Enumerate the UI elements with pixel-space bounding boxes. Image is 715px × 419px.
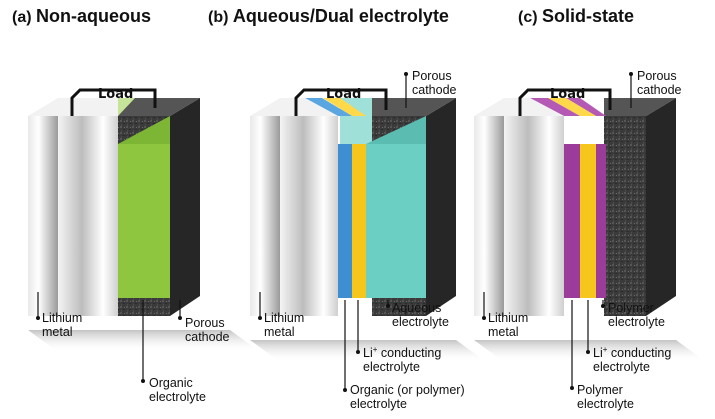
panel-c-load-wire (518, 88, 612, 116)
panel-a-organic-electrolyte (118, 144, 170, 298)
panel-b-lithium-label: Lithium metal (264, 311, 305, 339)
panel-c-cathode-front (604, 116, 646, 316)
panel-b-aqueous-electrolyte (366, 144, 426, 298)
panel-b-load-wire (294, 88, 388, 116)
panel-b-lithium-metal (280, 116, 338, 316)
panel-c-load-label: Load (550, 87, 585, 102)
panel-a-load-wire (70, 88, 157, 116)
panel-b-li-conducting-label: Li+ conducting electrolyte (363, 345, 442, 375)
panel-c-lithium-metal (504, 116, 564, 316)
panel-b-aqueous-label: Aqueous electrolyte (392, 301, 449, 329)
panel-c-polymer-top-label: Polymer electrolyte (608, 301, 665, 329)
panel-b-organic-label: Organic (or polymer) electrolyte (350, 383, 465, 411)
panel-a-shadow (28, 330, 260, 352)
panel-b-lithium-front (250, 116, 280, 316)
panel-a-cell (28, 88, 260, 383)
panel-a-cathode-label: Porous cathode (185, 316, 230, 344)
panel-c-li-conducting-label: Li+ conducting electrolyte (593, 345, 672, 375)
panel-b-cell (250, 72, 486, 392)
panel-a-lithium-front (28, 116, 58, 316)
panel-c-lithium-front (474, 116, 504, 316)
panel-c-cathode-top (604, 98, 676, 116)
panel-b-cathode-side (426, 98, 456, 316)
panel-b-shadow (250, 340, 486, 362)
panel-c-polymer-electrolyte-bottom (564, 144, 580, 298)
panel-a-title: (a) Non-aqueous (12, 6, 152, 26)
panel-c-title: (c) Solid-state (518, 6, 635, 26)
panel-c-shadow (474, 340, 706, 362)
panel-b-title: (b) Aqueous/Dual electrolyte (208, 6, 449, 26)
panel-b-cathode-top (372, 98, 456, 116)
panel-b-load-label: Load (326, 87, 361, 102)
panel-c-lithium-label: Lithium metal (488, 311, 529, 339)
panel-a-electrolyte-label: Organic electrolyte (149, 376, 206, 404)
panel-b-li-conducting (352, 144, 366, 298)
panel-c-cathode-side (646, 98, 676, 316)
panel-b-cathode-label: Porous cathode (412, 69, 457, 97)
panel-a-cathode-side (170, 98, 200, 316)
panel-c-cathode-label: Porous cathode (637, 69, 682, 97)
panel-a-load-label: Load (98, 87, 133, 102)
panel-b-lithium-top (250, 98, 338, 116)
panel-b-organic-electrolyte (338, 144, 352, 298)
panel-c-li-conducting (580, 144, 596, 298)
panel-c-polymer-electrolyte-top (596, 144, 606, 298)
panel-c-cell (474, 72, 706, 390)
panel-a-lithium-metal (58, 116, 118, 316)
panel-c-polymer-bottom-label: Polymer electrolyte (577, 383, 634, 411)
panel-a-lithium-label: Lithium metal (42, 311, 83, 339)
